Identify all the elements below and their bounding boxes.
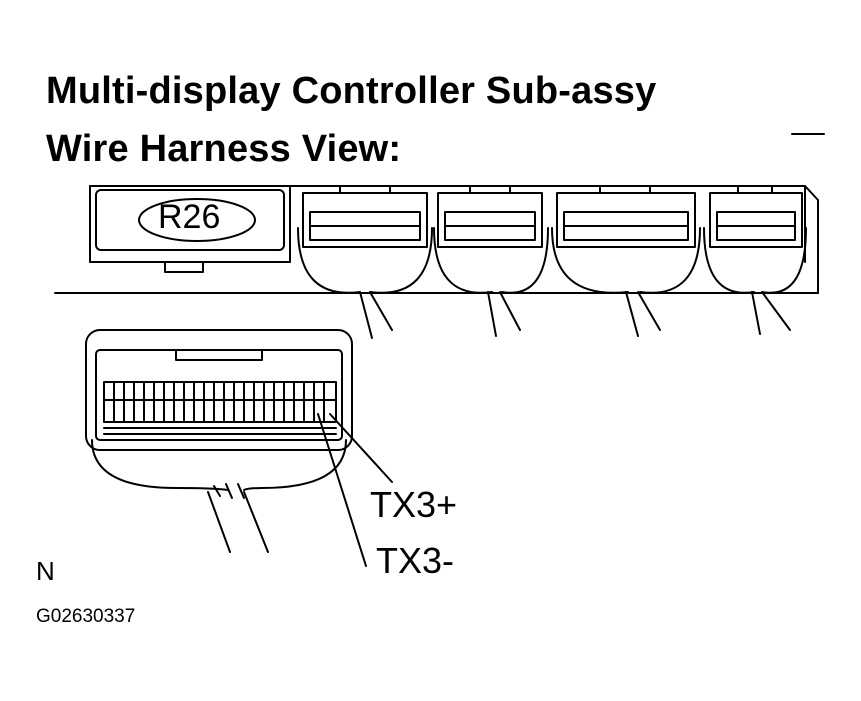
connector-code-label: R26 — [158, 198, 221, 236]
figure-id: G02630337 — [36, 606, 136, 627]
connector-2 — [433, 185, 549, 337]
diagram-subtitle: Wire Harness View: — [46, 128, 402, 170]
tx3-plus-leader — [329, 413, 393, 483]
tx3-minus-leader — [317, 413, 367, 567]
connector-4 — [703, 185, 807, 335]
connector-3 — [551, 185, 701, 337]
diagram-title: Multi-display Controller Sub-assy — [46, 70, 657, 112]
enlarged-connector — [85, 329, 353, 553]
connector-1 — [297, 185, 433, 339]
north-marker: N — [36, 556, 55, 586]
tx3-minus-label: TX3- — [376, 540, 455, 581]
r26-connector-housing — [95, 189, 285, 273]
tx3-plus-label: TX3+ — [370, 484, 458, 525]
